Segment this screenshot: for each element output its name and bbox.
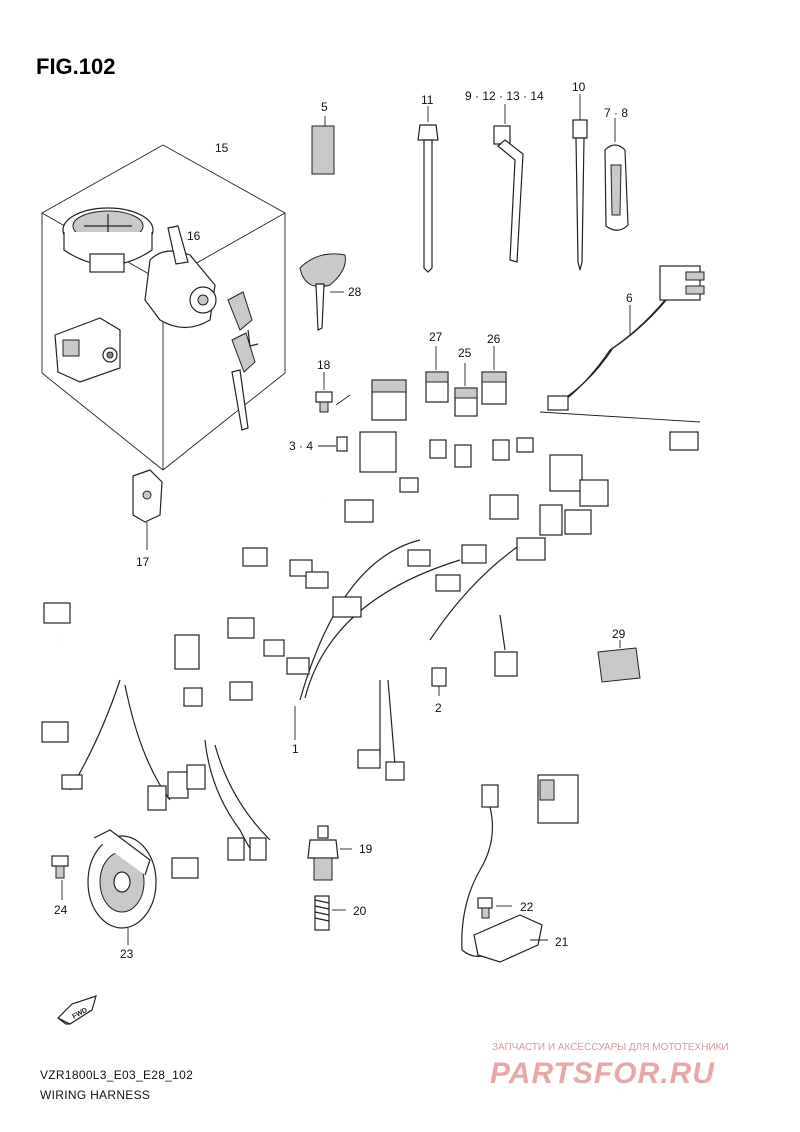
callout-15: 15 (215, 141, 229, 155)
diagram-title: WIRING HARNESS (40, 1088, 150, 1102)
fuel-cap-lock (62, 207, 154, 273)
callout-23: 23 (120, 947, 134, 961)
callout-5: 5 (321, 100, 328, 114)
sensor-21-assembly (461, 784, 548, 963)
callout-18: 18 (317, 358, 331, 372)
harness-clamp-9-14 (493, 104, 524, 263)
callout-1: 1 (292, 742, 299, 756)
cable-tie-10 (572, 94, 588, 271)
label-sticker-29 (597, 647, 641, 683)
callout-25: 25 (458, 346, 472, 360)
callout-7-8: 7 · 8 (604, 106, 628, 120)
horn-23 (87, 829, 157, 945)
fig-label: FIG.102 (36, 54, 115, 79)
harness-clip-2 (431, 667, 447, 696)
relays-25-26-27 (425, 346, 507, 417)
callout-24: 24 (54, 903, 68, 917)
watermark-tagline: ЗАПЧАСТИ И АКСЕССУАРЫ ДЛЯ МОТОТЕХНИКИ (492, 1042, 729, 1053)
callout-16: 16 (187, 229, 201, 243)
callout-27: 27 (429, 330, 443, 344)
ignition-keys (227, 291, 259, 431)
bracket-17 (132, 469, 163, 550)
key-blank-28 (299, 253, 346, 331)
callout-22: 22 (520, 900, 534, 914)
sensor-20 (314, 895, 346, 931)
callout-2: 2 (435, 701, 442, 715)
callout-3-4: 3 · 4 (289, 439, 313, 453)
callout-17: 17 (136, 555, 150, 569)
watermark-brand: PARTSFOR.RU (490, 1057, 715, 1090)
ignition-switch (144, 225, 217, 329)
callout-19: 19 (359, 842, 373, 856)
harness-connectors (41, 379, 699, 879)
bolt-24 (51, 855, 69, 900)
model-code: VZR1800L3_E03_E28_102 (40, 1068, 193, 1082)
callout-9-14: 9 · 12 · 13 · 14 (465, 89, 544, 103)
callout-6: 6 (626, 291, 633, 305)
callout-26: 26 (487, 332, 501, 346)
seat-lock (54, 317, 121, 383)
label-sticker-5 (311, 125, 335, 175)
callout-28: 28 (348, 285, 362, 299)
fuse-3-4 (318, 436, 348, 452)
callout-10: 10 (572, 80, 586, 94)
cable-tie-clip-11 (417, 106, 439, 273)
callout-21: 21 (555, 935, 569, 949)
pressure-switch-19 (307, 825, 352, 881)
bolt-18 (315, 372, 333, 413)
callout-11: 11 (421, 93, 434, 107)
callout-20: 20 (353, 904, 367, 918)
fwd-arrow-icon: FWD (56, 995, 97, 1025)
callout-29: 29 (612, 627, 626, 641)
harness-band-7-8 (604, 118, 629, 231)
bolt-22 (477, 897, 512, 919)
sub-harness-6 (539, 265, 705, 423)
